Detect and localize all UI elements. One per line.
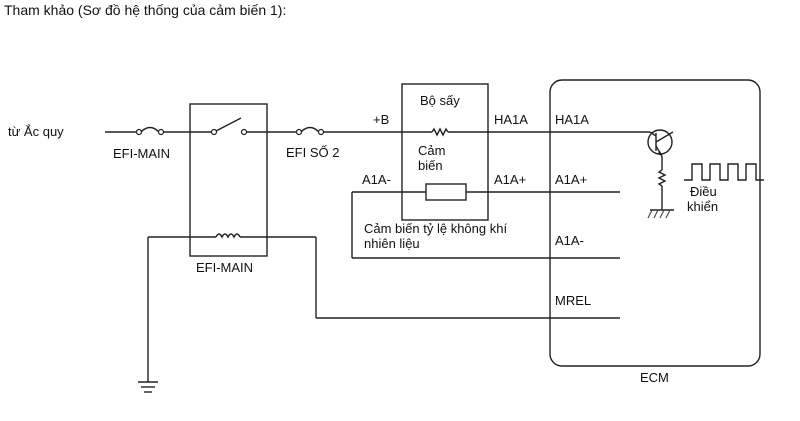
ecm-label: ECM <box>640 370 669 385</box>
relay-switch-icon <box>210 117 248 136</box>
page-title: Tham khảo (Sơ đồ hệ thống của cảm biến 1… <box>4 2 287 18</box>
a1a-minus-ecm-label: A1A- <box>555 233 584 248</box>
relay-efi-main-label: EFI-MAIN <box>196 260 253 275</box>
relay-efi-main-box <box>189 103 268 257</box>
heater-label: Bộ sấy <box>420 93 460 108</box>
sensor-caption-line1: Cảm biến tỷ lệ không khí <box>364 221 507 236</box>
battery-label: từ Ắc quy <box>8 124 64 139</box>
mrel-ecm-label: MREL <box>555 293 591 308</box>
sensor-element-icon <box>425 183 467 201</box>
a1a-plus-ecm-label: A1A+ <box>555 172 587 187</box>
fuse-efi-no2-label: EFI SỐ 2 <box>286 145 339 160</box>
ecm-ground-icon <box>647 209 674 219</box>
control-label-line2: khiển <box>687 199 718 214</box>
heater-resistor-icon <box>431 127 449 137</box>
a1a-plus-sensor-label: A1A+ <box>494 172 526 187</box>
control-pulse-icon <box>684 163 764 181</box>
ground-icon <box>138 381 158 393</box>
a1a-minus-left-label: A1A- <box>362 172 391 187</box>
plus-b-label: +B <box>373 112 389 127</box>
resistor-icon <box>657 169 667 187</box>
fuse-efi-main-label: EFI-MAIN <box>113 146 170 161</box>
sensor-label-line1: Cảm <box>418 143 445 158</box>
sensor-box <box>401 83 489 221</box>
sensor-label-line2: biến <box>418 158 443 173</box>
fuse-efi-no2-icon <box>295 126 325 136</box>
control-label-line1: Điều <box>690 184 717 199</box>
ha1a-ecm-label: HA1A <box>555 112 589 127</box>
ha1a-sensor-label: HA1A <box>494 112 528 127</box>
relay-coil-icon <box>215 233 241 239</box>
sensor-caption-line2: nhiên liệu <box>364 236 420 251</box>
fuse-efi-main-icon <box>135 126 165 136</box>
ecm-box <box>549 79 761 367</box>
transistor-icon <box>647 129 674 157</box>
